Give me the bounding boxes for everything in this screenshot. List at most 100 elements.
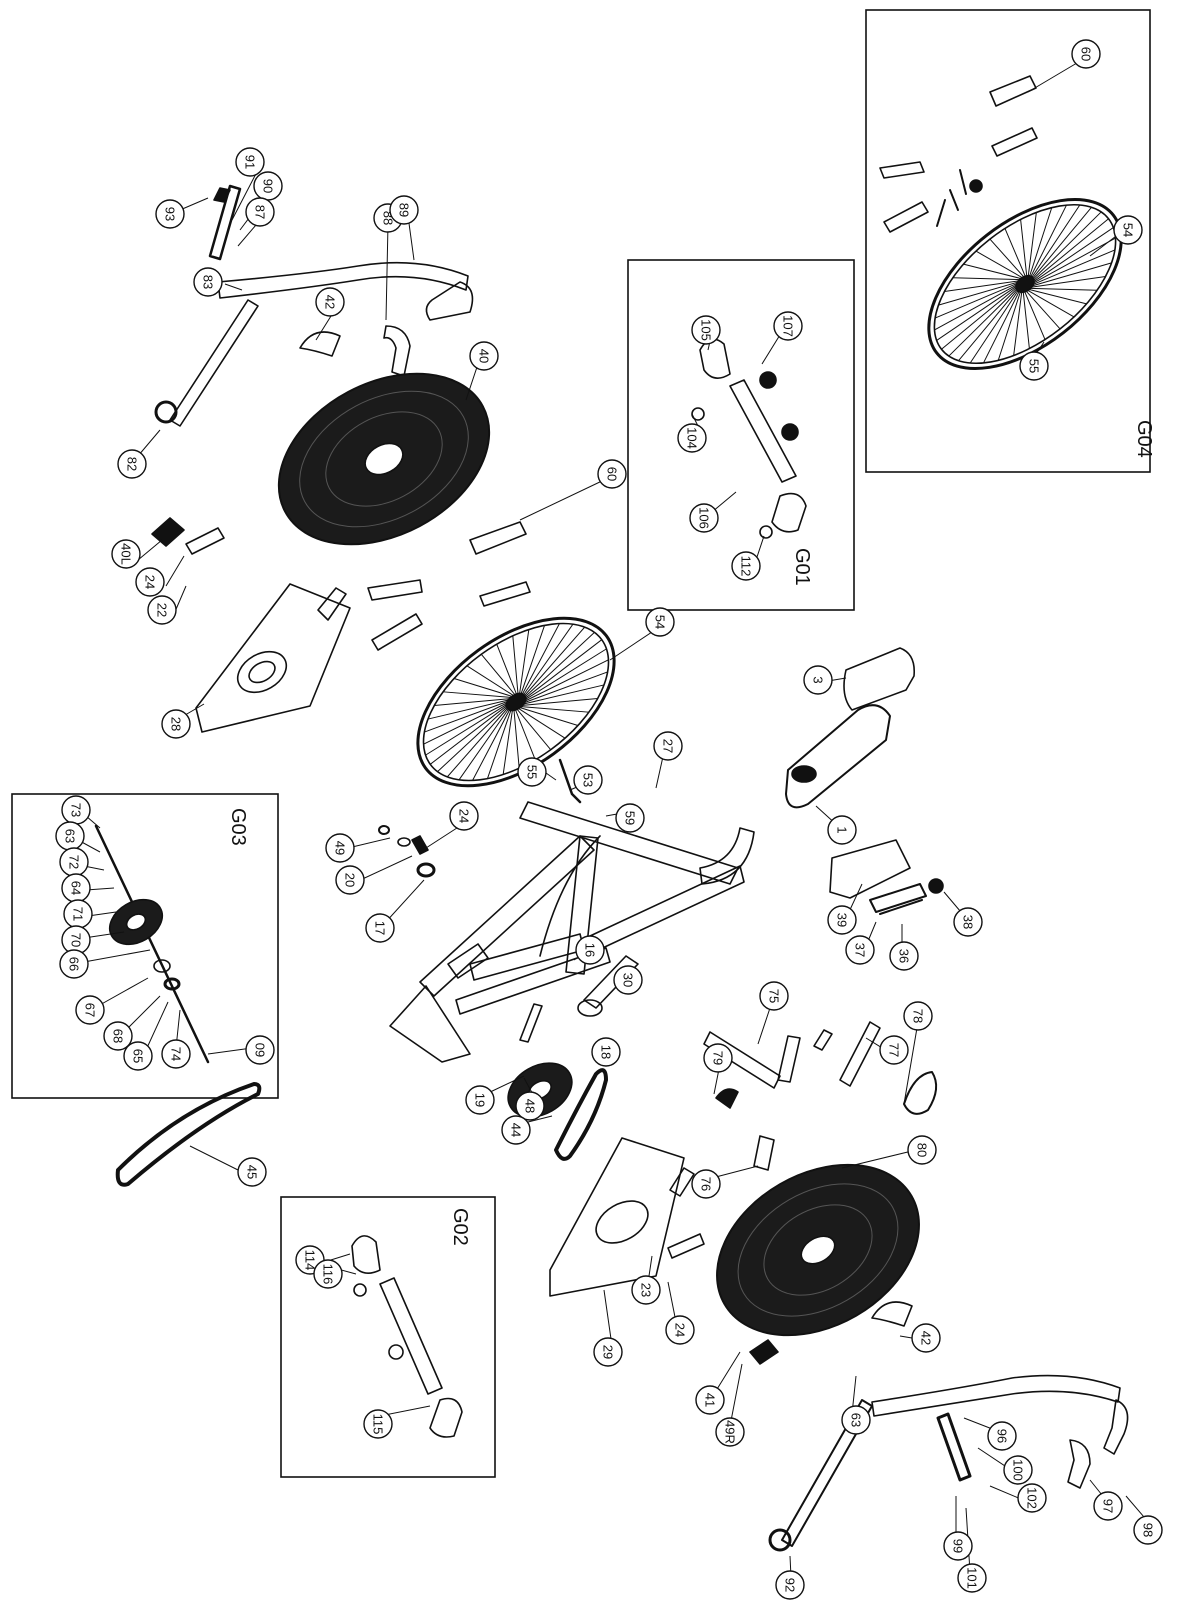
part-callout: 106: [689, 503, 719, 533]
part-number: 115: [371, 1414, 386, 1435]
part-callout: 49: [325, 833, 355, 863]
part-callout: 77: [879, 1035, 909, 1065]
part-callout: 42: [315, 287, 345, 317]
part-number: 101: [965, 1567, 980, 1589]
part-callout: 71: [63, 899, 93, 929]
part-callout: 09: [245, 1035, 275, 1065]
part-number: 24: [457, 809, 472, 823]
fan-cover-right: [716, 1163, 920, 1337]
part-number: 64: [69, 881, 84, 895]
part-number: 27: [661, 739, 676, 753]
part-callout: 70: [61, 925, 91, 955]
part-number: 49R: [723, 1420, 738, 1444]
part-number: 73: [69, 803, 84, 817]
group-frame-g04: [865, 9, 1151, 473]
part-number: 75: [767, 989, 782, 1003]
part-callout: 20: [335, 865, 365, 895]
part-callout: 107: [773, 311, 803, 341]
part-number: 17: [373, 921, 388, 935]
part-number: 54: [1121, 223, 1136, 237]
part-number: 79: [711, 1051, 726, 1065]
part-number: 63: [63, 829, 78, 843]
part-callout: 82: [117, 449, 147, 479]
part-number: 91: [243, 155, 258, 169]
part-number: 19: [473, 1093, 488, 1107]
part-number: 76: [699, 1177, 714, 1191]
part-number: 28: [169, 717, 184, 731]
part-number: 78: [911, 1009, 926, 1023]
part-number: 102: [1025, 1487, 1040, 1509]
fan-wheel-g04: [927, 197, 1123, 371]
part-number: 60: [605, 467, 620, 481]
fan-cover-left: [277, 372, 491, 546]
part-number: 55: [1027, 359, 1042, 373]
part-callout: 73: [61, 795, 91, 825]
part-number: 22: [155, 603, 170, 617]
part-callout: 29: [593, 1337, 623, 1367]
part-callout: 54: [645, 607, 675, 637]
part-number: 77: [887, 1043, 902, 1057]
group-label: G02: [449, 1208, 471, 1246]
part-callout: 64: [61, 873, 91, 903]
part-callout: 105: [691, 315, 721, 345]
part-number: 65: [131, 1049, 146, 1063]
parts-artwork: [94, 75, 1129, 1552]
part-callout: 17: [365, 913, 395, 943]
part-number: 116: [321, 1264, 336, 1285]
part-callout: 30: [613, 965, 643, 995]
part-callout: 53: [573, 765, 603, 795]
part-callout: 24: [449, 801, 479, 831]
part-callout: 93: [155, 199, 185, 229]
part-callout: 49R: [715, 1417, 745, 1447]
part-callout: 37: [845, 935, 875, 965]
part-callout: 112: [731, 551, 761, 581]
part-number: 16: [583, 943, 598, 957]
part-callout: 68: [103, 1021, 133, 1051]
part-callout: 87: [245, 197, 275, 227]
part-callout: 83: [193, 267, 223, 297]
part-number: 38: [961, 915, 976, 929]
part-callout: 66: [59, 949, 89, 979]
group-frame-g01: [627, 259, 855, 611]
part-number: 09: [253, 1043, 268, 1057]
part-callout: 1: [827, 815, 857, 845]
part-callout: 18: [591, 1037, 621, 1067]
part-callout: 92: [775, 1570, 805, 1600]
part-number: 40L: [119, 543, 134, 565]
part-callout: 78: [903, 1001, 933, 1031]
part-number: 98: [1141, 1523, 1156, 1537]
part-number: 80: [915, 1143, 930, 1157]
part-number: 100: [1011, 1459, 1026, 1481]
part-callout: 39: [827, 905, 857, 935]
part-callout: 22: [147, 595, 177, 625]
part-number: 30: [621, 973, 636, 987]
part-number: 37: [853, 943, 868, 957]
group-label: G04: [1133, 420, 1155, 458]
part-callout: 38: [953, 907, 983, 937]
part-number: 99: [951, 1539, 966, 1553]
part-number: 97: [1101, 1499, 1116, 1513]
part-callout: 116: [313, 1259, 343, 1289]
part-number: 107: [781, 315, 796, 337]
part-number: 48: [523, 1099, 538, 1113]
part-number: 40: [477, 349, 492, 363]
part-number: 72: [67, 855, 82, 869]
part-callout: 55: [1019, 351, 1049, 381]
part-number: 3: [811, 676, 826, 683]
part-number: 18: [599, 1045, 614, 1059]
part-callout: 60: [1071, 39, 1101, 69]
part-callout: 16: [575, 935, 605, 965]
part-number: 55: [525, 765, 540, 779]
part-callout: 101: [957, 1563, 987, 1593]
part-callout: 42: [911, 1323, 941, 1353]
part-number: 36: [897, 949, 912, 963]
part-number: 92: [783, 1578, 798, 1592]
part-number: 29: [601, 1345, 616, 1359]
part-number: 60: [1079, 47, 1094, 61]
part-callout: 36: [889, 941, 919, 971]
part-number: 54: [653, 615, 668, 629]
part-number: 83: [201, 275, 216, 289]
part-number: 20: [343, 873, 358, 887]
